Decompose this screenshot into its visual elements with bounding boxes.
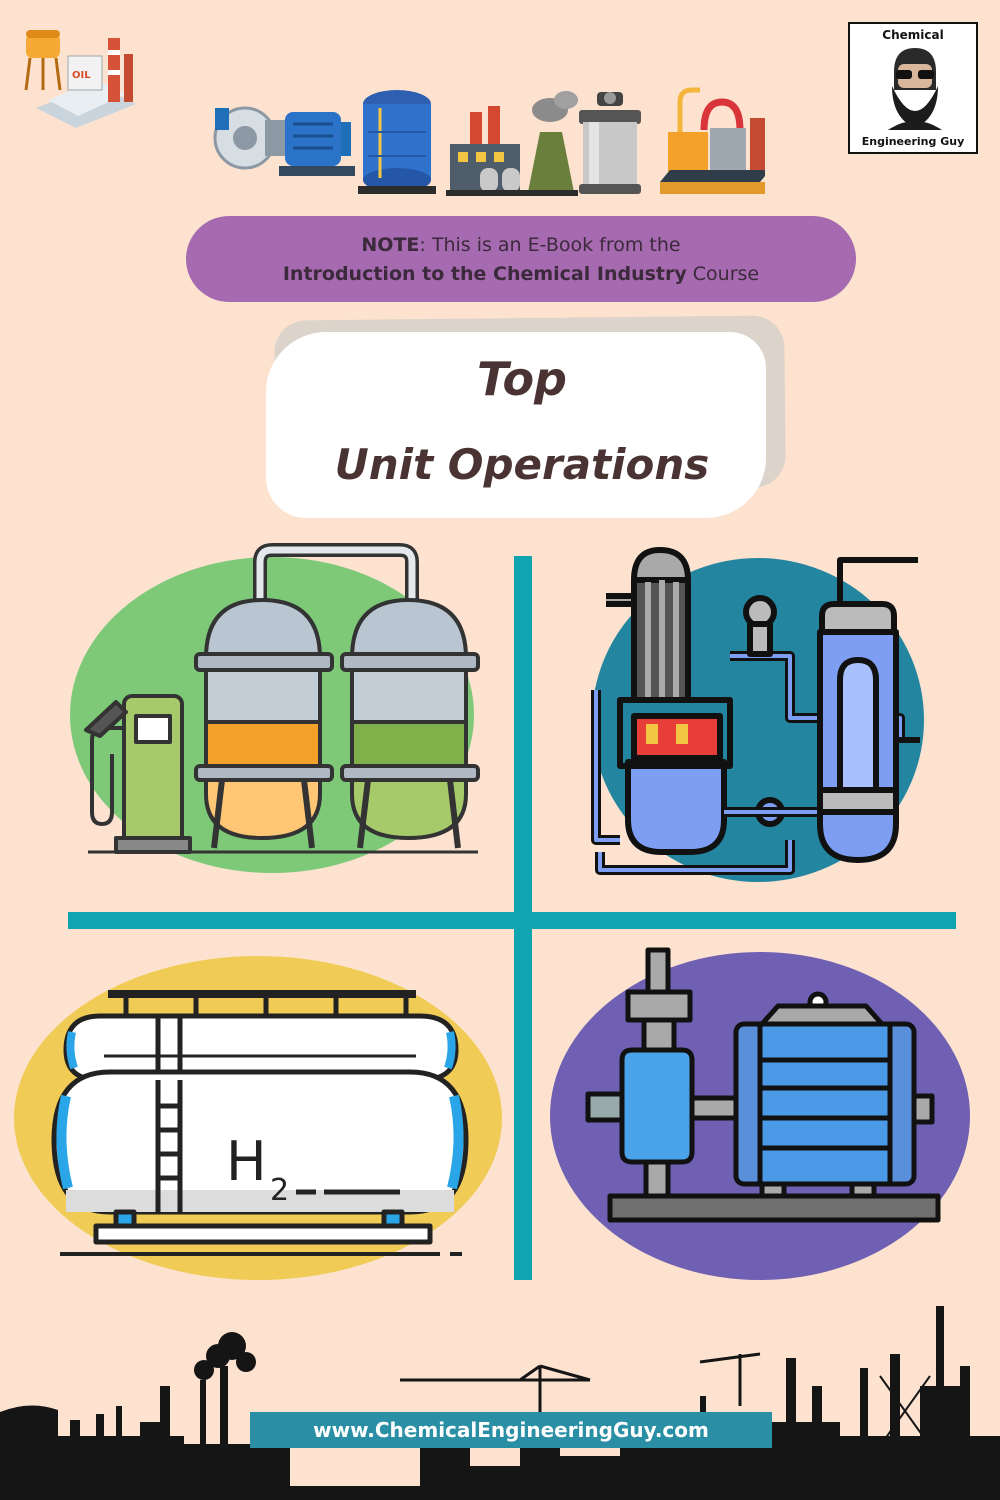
centrifugal-pump-icon bbox=[213, 106, 355, 176]
unit-operations-grid: H 2 bbox=[14, 543, 970, 1280]
logo-title: Chemical bbox=[882, 28, 944, 42]
storage-tank-icon bbox=[358, 90, 436, 194]
hydrogen-label: H bbox=[226, 1130, 267, 1193]
note-course: Introduction to the Chemical Industry bbox=[282, 263, 687, 285]
note-text: : This is an E-Book from the bbox=[419, 234, 681, 256]
title-card bbox=[266, 332, 766, 518]
icon-row bbox=[213, 87, 765, 196]
pressure-vessel-icon bbox=[579, 92, 641, 194]
chemical-reactor-icon bbox=[591, 547, 920, 875]
settling-tanks-icon bbox=[84, 543, 480, 854]
hydrogen-tank-icon: H 2 bbox=[51, 990, 469, 1256]
oil-refinery-icon: OIL bbox=[24, 30, 136, 128]
motor-pump-icon bbox=[585, 947, 941, 1223]
industrial-skyline bbox=[0, 1306, 1000, 1500]
logo-subtitle: Engineering Guy bbox=[861, 135, 965, 148]
industrial-plant-icon bbox=[660, 87, 765, 194]
factory-icon bbox=[446, 91, 578, 196]
page-title-top: Top bbox=[477, 352, 567, 406]
page-title: Unit Operations bbox=[334, 440, 710, 489]
note-suffix: Course bbox=[686, 263, 760, 285]
engineer-portrait-icon bbox=[888, 48, 942, 130]
logo-box: Chemical Engineering Guy bbox=[848, 22, 978, 154]
svg-text:OIL: OIL bbox=[72, 70, 91, 81]
website-url-link[interactable]: www.ChemicalEngineeringGuy.com bbox=[250, 1412, 772, 1448]
hydrogen-subscript: 2 bbox=[270, 1173, 289, 1208]
note-line-1: NOTE: This is an E-Book from the bbox=[186, 231, 856, 260]
horizontal-divider bbox=[68, 912, 956, 929]
note-label: NOTE bbox=[361, 234, 420, 256]
note-line-2: Introduction to the Chemical Industry Co… bbox=[186, 260, 856, 289]
note-banner: NOTE: This is an E-Book from the Introdu… bbox=[186, 216, 856, 302]
